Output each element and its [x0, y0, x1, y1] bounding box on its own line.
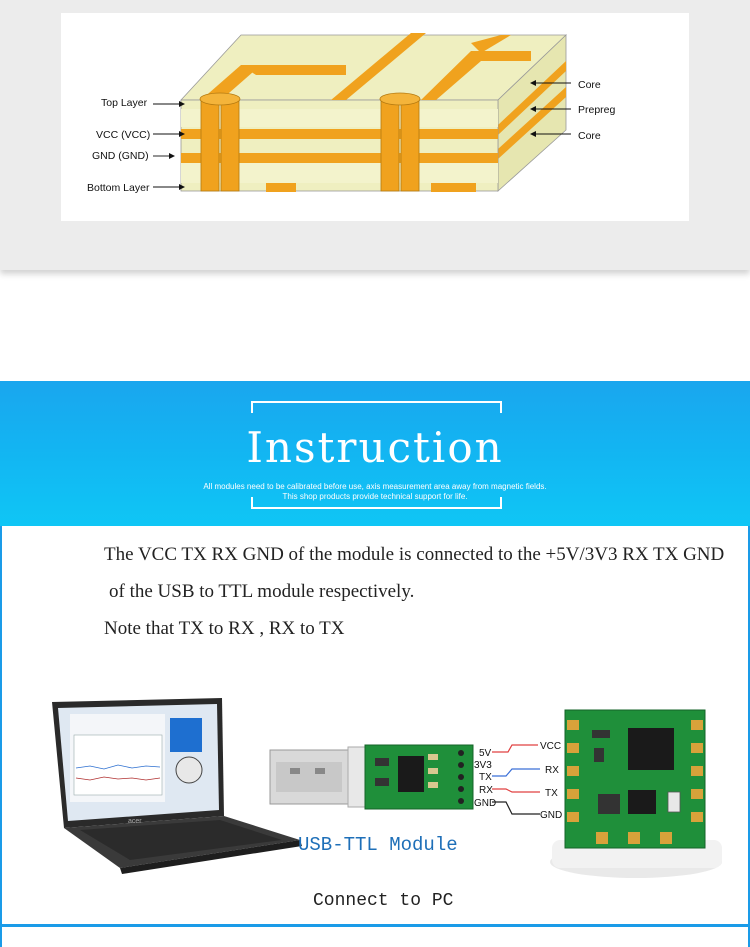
instruction-banner: Instruction All modules need to be calib… — [0, 381, 750, 526]
banner-bracket-bottom — [251, 497, 502, 509]
label-bottom-layer: Bottom Layer — [87, 182, 150, 194]
label-core-bottom: Core — [578, 130, 601, 142]
label-top-layer: Top Layer — [101, 97, 148, 109]
wire-gnd-to-gnd — [492, 801, 540, 815]
usb-pin-3v3: 3V3 — [474, 760, 492, 771]
pcb-layer-stack-diagram: Top Layer VCC (VCC) GND (GND) Bottom Lay… — [87, 33, 616, 194]
wiring-diagram: acer 5V 3V3 TX RX GND VCC RX TX GND — [52, 698, 722, 878]
sensor-module-image — [550, 709, 722, 878]
wire-rx-to-tx — [492, 788, 540, 793]
usb-pin-rx: RX — [479, 785, 493, 796]
usb-pin-5v: 5V — [479, 748, 492, 759]
usb-ttl-module-label: USB-TTL Module — [298, 834, 458, 856]
instruction-line-3: Note that TX to RX , RX to TX — [104, 618, 345, 639]
pcb-stack-card: Top Layer VCC (VCC) GND (GND) Bottom Lay… — [61, 13, 689, 221]
module-pin-tx: TX — [545, 788, 558, 799]
pcb-stack-panel: Top Layer VCC (VCC) GND (GND) Bottom Lay… — [0, 0, 750, 270]
instruction-line-1: The VCC TX RX GND of the module is conne… — [104, 544, 725, 565]
laptop-brand-label: acer — [128, 818, 142, 825]
module-pin-rx: RX — [545, 765, 559, 776]
label-gnd-layer: GND (GND) — [92, 150, 149, 162]
label-core-top: Core — [578, 79, 601, 91]
usb-pin-tx: TX — [479, 772, 492, 783]
label-prepreg: Prepreg — [578, 104, 616, 116]
usb-connector-image — [269, 746, 371, 808]
content-frame-bottom-border — [0, 924, 750, 927]
wire-tx-to-rx — [492, 768, 540, 777]
wire-5v-to-vcc — [492, 744, 538, 753]
banner-bracket-top — [251, 401, 502, 413]
usb-ttl-board-image — [364, 744, 474, 810]
instruction-line-2: of the USB to TTL module respectively. — [109, 581, 415, 602]
content-frame — [0, 526, 750, 947]
label-vcc-layer: VCC (VCC) — [96, 129, 150, 141]
laptop-image: acer — [52, 698, 302, 874]
banner-title: Instruction — [246, 423, 504, 472]
banner-subtitle-line2: This shop products provide technical sup… — [282, 492, 468, 501]
module-pin-gnd: GND — [540, 810, 562, 821]
banner-subtitle-line1: All modules need to be calibrated before… — [203, 482, 547, 491]
connect-to-pc-label: Connect to PC — [313, 891, 454, 911]
usb-pin-gnd: GND — [474, 798, 496, 809]
module-pin-vcc: VCC — [540, 741, 561, 752]
